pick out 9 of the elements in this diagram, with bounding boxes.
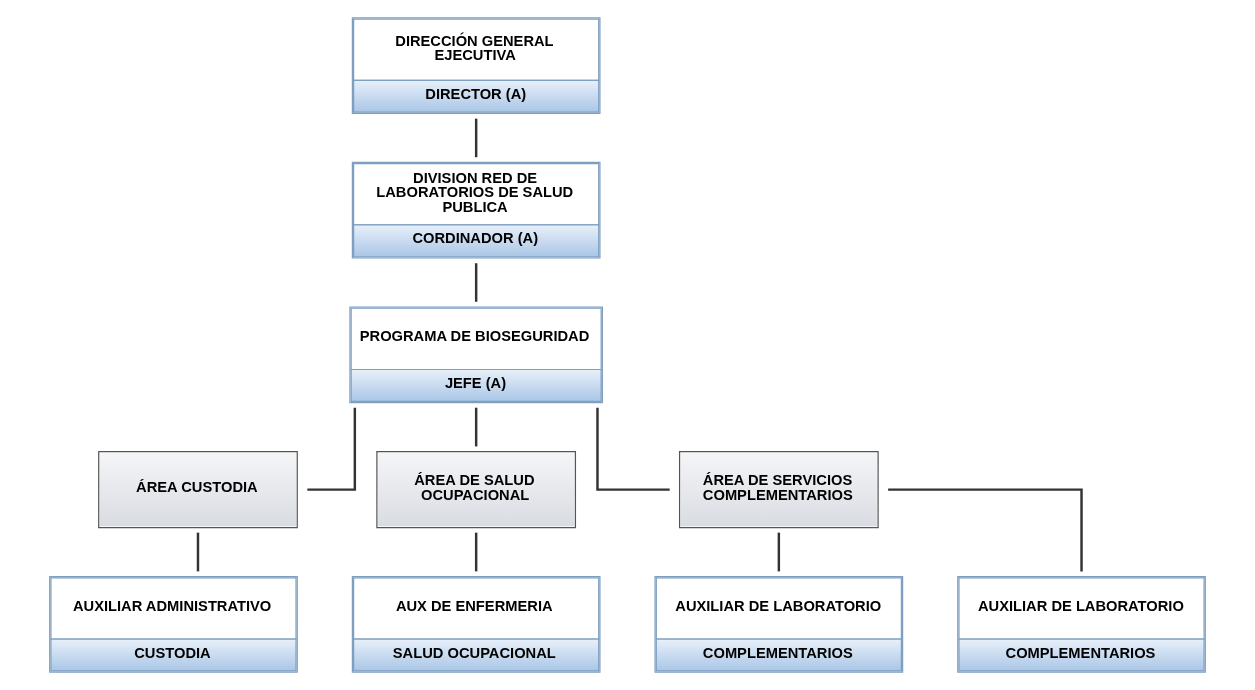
connector bbox=[777, 532, 781, 572]
connector bbox=[474, 118, 478, 158]
connector bbox=[474, 407, 478, 447]
connector bbox=[888, 488, 1083, 572]
connector bbox=[596, 407, 670, 491]
connector bbox=[474, 532, 478, 572]
connector bbox=[196, 532, 200, 572]
connector bbox=[474, 263, 478, 302]
connector bbox=[307, 407, 357, 491]
